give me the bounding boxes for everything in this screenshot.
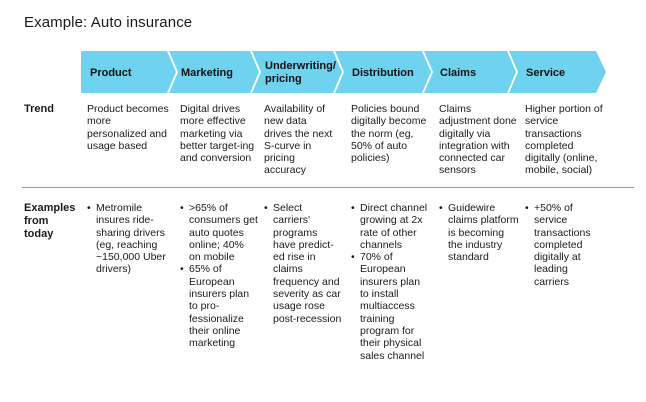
trend-text: Policies bound digitally become the norm…: [351, 103, 427, 165]
trend-text: Higher portion of service transactions c…: [525, 103, 603, 177]
trend-cell-marketing: Digital drives more effective marketing …: [180, 103, 258, 164]
row-label-trend: Trend: [24, 103, 54, 115]
example-bullet: Metromile insures ride-sharing drivers (…: [87, 202, 171, 276]
stage-label-marketing: Marketing: [181, 67, 233, 79]
stage-label-distribution: Distribution: [352, 67, 414, 79]
trend-text: Availability of new data drives the next…: [264, 103, 333, 177]
chevron-service: [509, 51, 606, 93]
row-divider: [22, 187, 634, 188]
example-cell-claims: Guidewire claims platform is becoming th…: [439, 202, 519, 263]
example-bullet: Direct channel growing at 2x rate of oth…: [351, 202, 431, 251]
trend-cell-distribution: Policies bound digitally become the norm…: [351, 103, 431, 164]
chevron-distribution: [335, 51, 431, 93]
stage-label-service: Service: [526, 67, 566, 79]
row-label-examples: Examples from today: [24, 202, 76, 240]
trend-text: Digital drives more effective marketing …: [180, 103, 255, 165]
stage-label-underwriting: Underwriting/ pricing: [265, 60, 336, 85]
stage-label-product: Product: [90, 67, 132, 79]
example-bullet: Select carriers' programs have predict-e…: [264, 202, 342, 325]
example-cell-product: Metromile insures ride-sharing drivers (…: [87, 202, 171, 276]
chevron-underwriting: [252, 51, 342, 93]
example-cell-distribution: Direct channel growing at 2x rate of oth…: [351, 202, 431, 362]
trend-cell-claims: Claims adjustment done digitally via int…: [439, 103, 519, 177]
example-bullet: 65% of European insurers plan to pro-fes…: [180, 263, 258, 349]
example-bullet: +50% of service transactions completed d…: [525, 202, 601, 288]
example-bullet: >65% of consumers get auto quotes online…: [180, 202, 258, 263]
trend-text: Product becomes more personalized and us…: [87, 103, 169, 152]
chevron-claims: [424, 51, 516, 93]
example-cell-marketing: >65% of consumers get auto quotes online…: [180, 202, 258, 350]
stage-label-claims: Claims: [440, 67, 477, 79]
trend-cell-product: Product becomes more personalized and us…: [87, 103, 171, 152]
trend-cell-service: Higher portion of service transactions c…: [525, 103, 609, 177]
page-title: Example: Auto insurance: [24, 14, 193, 31]
trend-text: Claims adjustment done digitally via int…: [439, 103, 517, 177]
trend-cell-underwriting: Availability of new data drives the next…: [264, 103, 336, 177]
example-cell-underwriting: Select carriers' programs have predict-e…: [264, 202, 342, 325]
example-bullet: Guidewire claims platform is becoming th…: [439, 202, 519, 263]
example-cell-service: +50% of service transactions completed d…: [525, 202, 601, 288]
example-bullet: 70% of European insurers plan to install…: [351, 251, 431, 362]
chevron-product: [81, 51, 176, 93]
chevron-marketing: [169, 51, 259, 93]
